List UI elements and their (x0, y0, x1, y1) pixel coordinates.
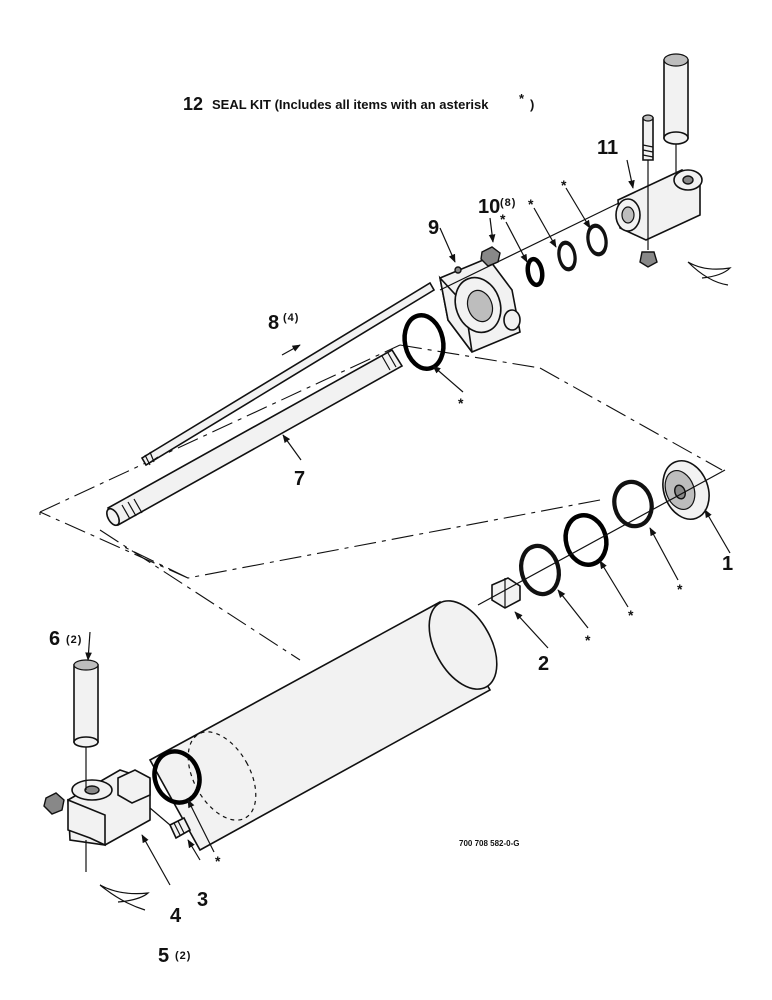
clevis-bolt (639, 114, 658, 268)
lock-nut-left (43, 792, 65, 815)
barrel-o-ring-left (152, 749, 202, 805)
svg-text:*: * (628, 607, 634, 623)
svg-text:9: 9 (428, 217, 439, 239)
svg-text:*: * (458, 395, 464, 411)
callout-2: 2 (538, 653, 549, 675)
rod-group-boundary (39, 344, 723, 579)
callout-9: 9 (428, 217, 439, 239)
callout-8: 8 (4) (268, 312, 299, 334)
callout-1: 1 (722, 553, 733, 575)
svg-text:3: 3 (197, 889, 208, 911)
piston-rod (106, 348, 404, 527)
callout-5: 5 (2) (158, 945, 191, 967)
svg-text:1: 1 (722, 553, 733, 575)
hairpin-clip-bottom (99, 884, 150, 911)
set-screw-plug (149, 807, 192, 840)
svg-text:8: 8 (268, 312, 279, 334)
tie-rod (140, 281, 436, 467)
svg-text:*: * (528, 196, 534, 212)
svg-text:*: * (215, 853, 221, 869)
callout-11: 11 (597, 137, 618, 159)
svg-text:): ) (530, 97, 534, 112)
callout-4: 4 (170, 905, 182, 927)
svg-text:5: 5 (158, 945, 169, 967)
seal-kit-asterisks: * * * * * * * * (215, 177, 683, 869)
callout-7: 7 (294, 468, 305, 490)
svg-text:*: * (677, 581, 683, 597)
drawing-code: 700 708 582-0-G (459, 839, 520, 848)
svg-text:7: 7 (294, 468, 305, 490)
piston-nut (491, 577, 521, 609)
callout-10: 10 (8) (478, 196, 516, 218)
head-gland-block (438, 257, 521, 353)
clevis-pin-top (663, 53, 689, 172)
callout-3: 3 (197, 889, 208, 911)
svg-text:*: * (519, 91, 525, 106)
svg-text:12: 12 (183, 94, 203, 114)
svg-text:10: 10 (478, 196, 500, 218)
svg-text:SEAL KIT (Includes all items: SEAL KIT (Includes all items with an ast… (212, 97, 489, 112)
butt-end-clevis (67, 769, 151, 847)
head-o-ring (402, 313, 446, 371)
piston-backup-ring-left (519, 543, 561, 597)
svg-text:*: * (561, 177, 567, 193)
svg-text:(2): (2) (175, 950, 191, 962)
svg-text:6: 6 (49, 628, 60, 650)
callout-6: 6 (2) (49, 628, 82, 650)
svg-text:*: * (500, 211, 506, 227)
svg-text:11: 11 (597, 137, 618, 159)
clevis-pin-bottom (73, 659, 99, 790)
svg-text:(4): (4) (283, 312, 299, 324)
svg-text:*: * (585, 632, 591, 648)
svg-text:(2): (2) (66, 634, 82, 646)
piston-o-ring (563, 513, 609, 567)
piston (662, 460, 710, 520)
svg-text:(8): (8) (500, 197, 516, 209)
cylinder-barrel (148, 600, 498, 852)
rod-seal-1 (525, 256, 545, 288)
seal-kit-title: 12 SEAL KIT (Includes all items with an … (183, 91, 534, 114)
barrel-centerline (39, 512, 301, 661)
rod-end-clevis (615, 169, 703, 241)
svg-text:4: 4 (170, 905, 182, 927)
svg-text:2: 2 (538, 653, 549, 675)
hairpin-clip-top (687, 261, 732, 286)
